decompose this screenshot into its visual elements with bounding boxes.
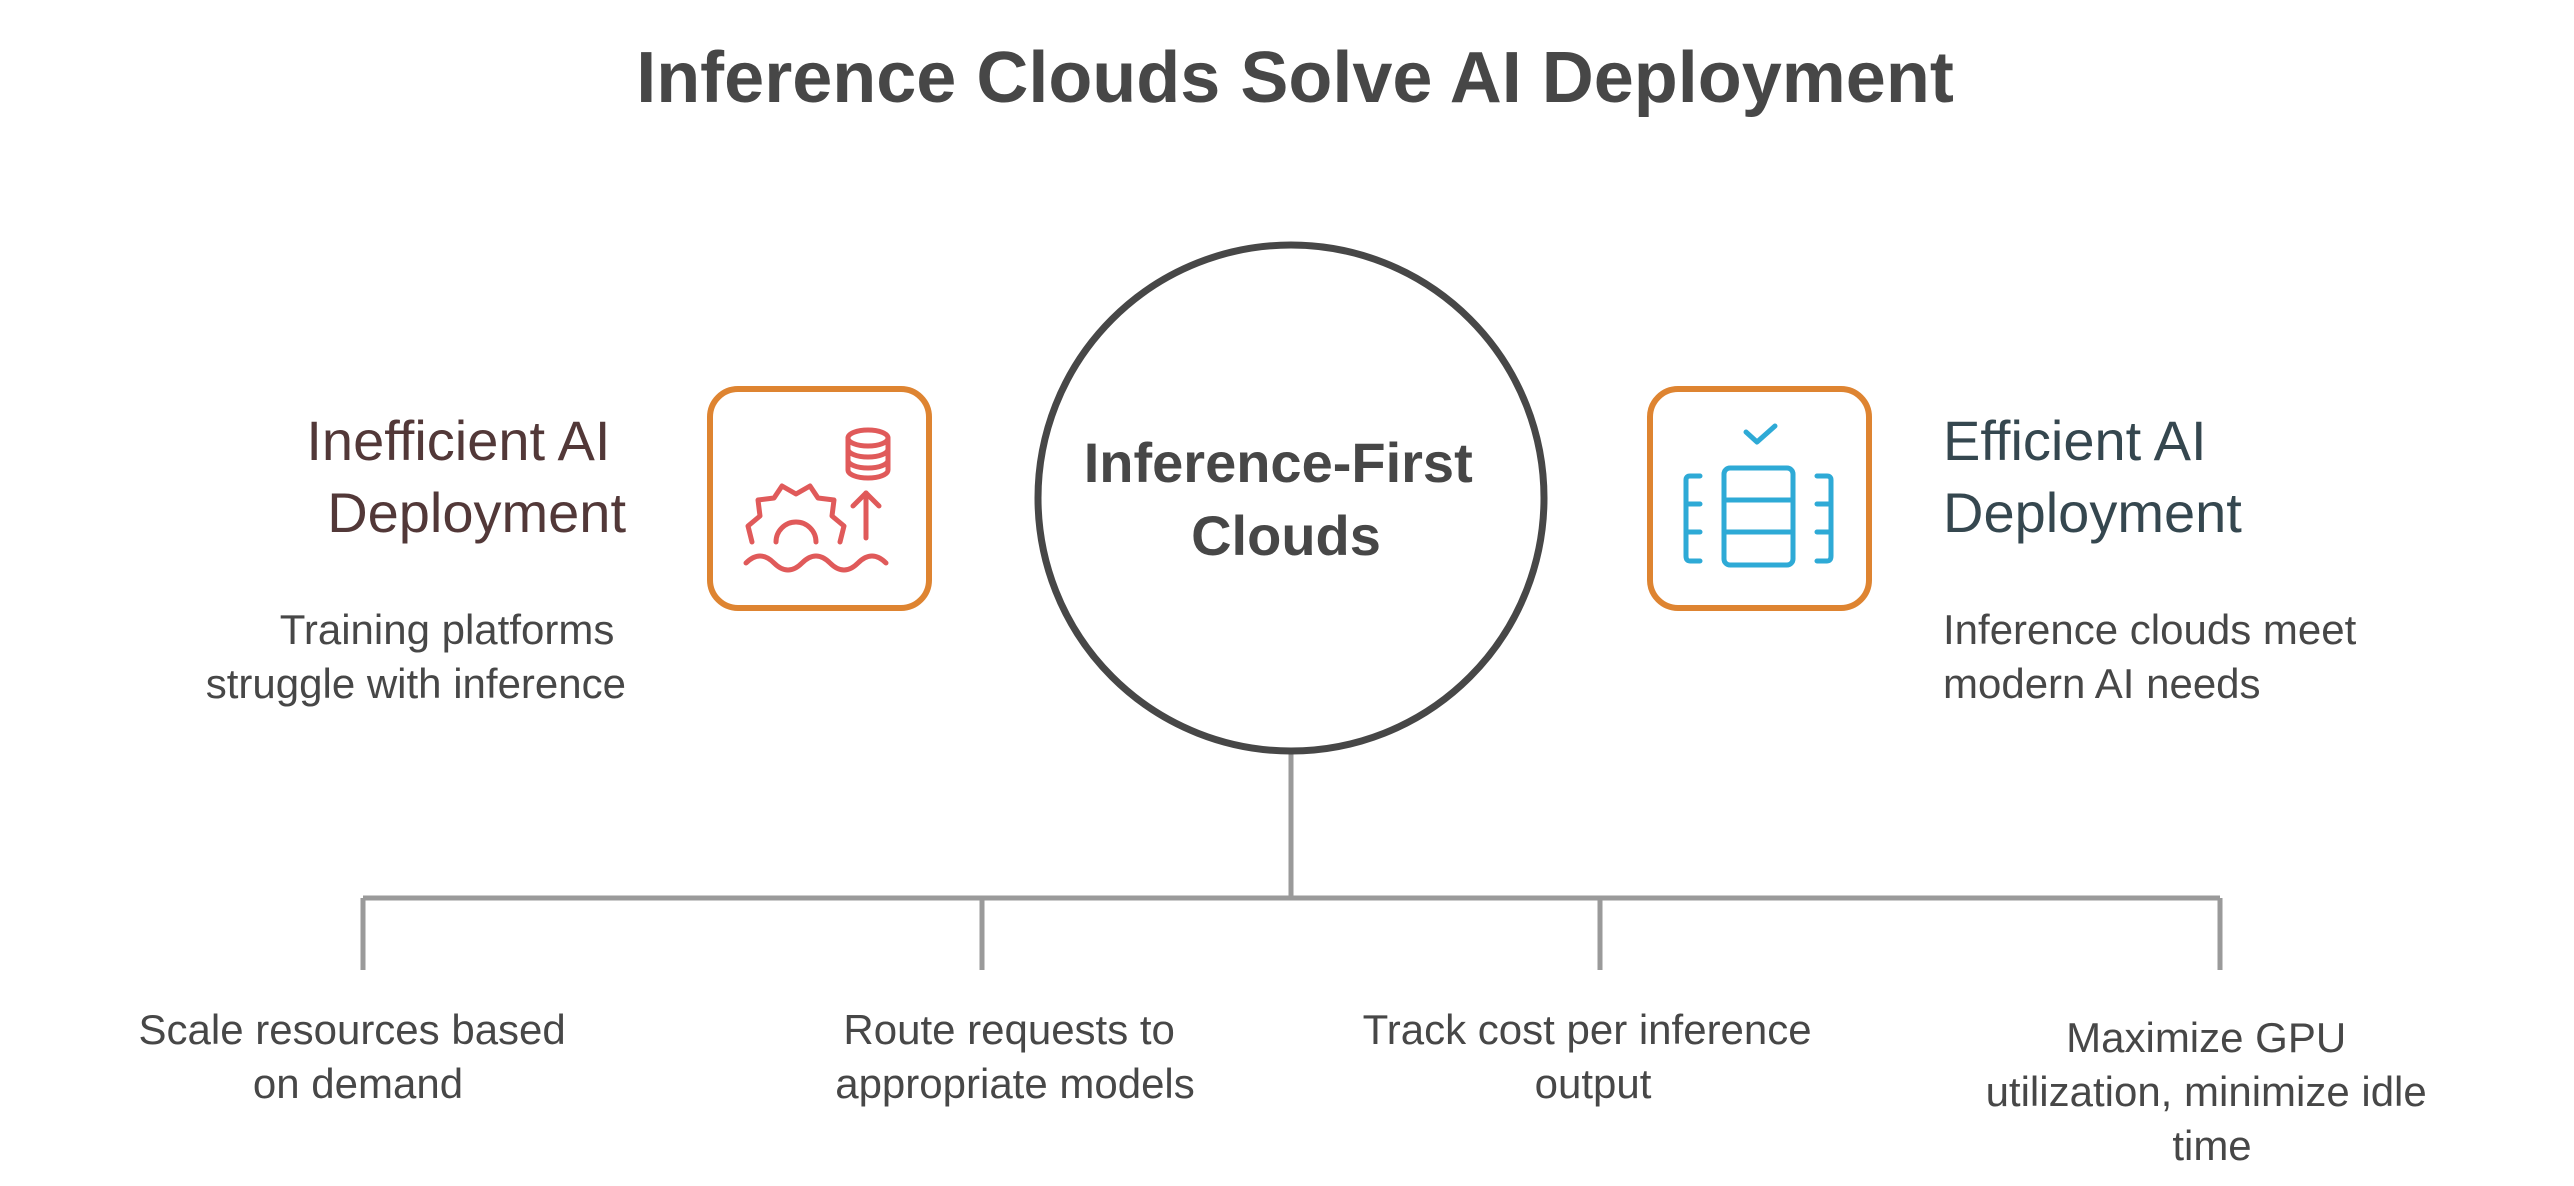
branch-label-track-line-1: Track cost per inference (1363, 1006, 1812, 1053)
center-label-line-2: Clouds (1191, 504, 1381, 567)
branch-label-maximize-line-3: time (2172, 1122, 2251, 1169)
left-description: Training platforms struggle with inferen… (206, 606, 626, 707)
right-heading-line-2: Deployment (1943, 481, 2242, 544)
center-label-line-1: Inference-First (1084, 431, 1473, 494)
left-description-line-1: Training platforms (280, 606, 615, 653)
branch-label-maximize-line-1: Maximize GPU (2066, 1014, 2346, 1061)
branch-label-scale-line-1: Scale resources based (139, 1006, 566, 1053)
left-heading-line-1: Inefficient AI (306, 409, 610, 472)
left-description-line-2: struggle with inference (206, 660, 626, 707)
branch-label-route-line-2: appropriate models (835, 1060, 1195, 1107)
branch-label-maximize-line-2: utilization, minimize idle (1986, 1068, 2427, 1115)
connector-tree (360, 749, 2223, 970)
left-heading: Inefficient AI Deployment (306, 409, 626, 544)
center-circle (1034, 241, 1548, 755)
branch-label-scale: Scale resources based on demand (139, 1006, 578, 1107)
branch-label-track-line-2: output (1535, 1060, 1652, 1107)
diagram-title: Inference Clouds Solve AI Deployment (636, 38, 1954, 118)
center-label: Inference-First Clouds (1084, 431, 1489, 567)
branch-label-maximize: Maximize GPU utilization, minimize idle … (1986, 1014, 2439, 1169)
left-icon-box (707, 386, 932, 611)
right-heading-line-1: Efficient AI (1943, 409, 2207, 472)
right-description: Inference clouds meet modern AI needs (1943, 606, 2368, 707)
left-heading-line-2: Deployment (327, 481, 626, 544)
right-heading: Efficient AI Deployment (1943, 409, 2242, 544)
branch-label-scale-line-2: on demand (253, 1060, 463, 1107)
branch-label-route-line-1: Route requests to (843, 1006, 1175, 1053)
gear-database-arrow-icon (743, 427, 891, 573)
right-icon-box (1647, 386, 1872, 611)
branch-label-track: Track cost per inference output (1363, 1006, 1824, 1107)
server-stack-check-icon (1683, 423, 1834, 568)
right-description-line-1: Inference clouds meet (1943, 606, 2357, 653)
right-description-line-2: modern AI needs (1943, 660, 2261, 707)
branch-label-route: Route requests to appropriate models (835, 1006, 1195, 1107)
